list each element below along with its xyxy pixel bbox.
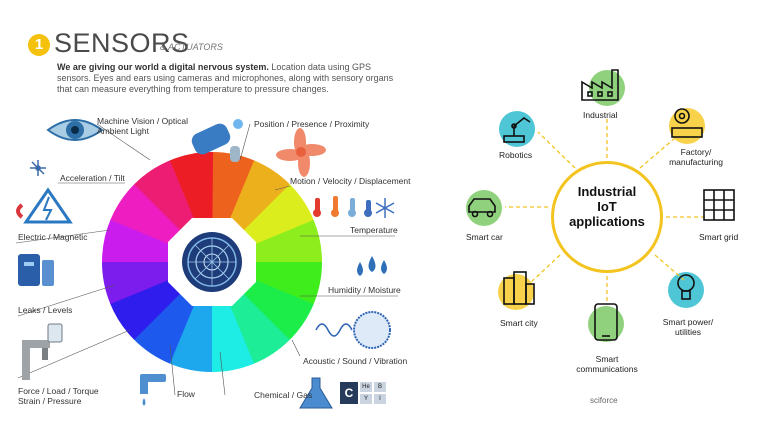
touch-hand-icon	[191, 119, 243, 162]
chem-tile-helium: He	[360, 382, 372, 392]
chem-tile-carbon: C	[340, 382, 358, 404]
accelerometer-icon	[30, 160, 46, 176]
label-smart-comm-line-2: communications	[576, 364, 638, 374]
label-acceleration: Acceleration / Tilt	[60, 173, 125, 183]
intro-bold: We are giving our world a digital nervou…	[57, 62, 269, 72]
label-electric: Electric / Magnetic	[18, 232, 88, 242]
sciforce-logo: sciforce	[590, 396, 618, 405]
label-smart-city: Smart city	[500, 318, 538, 328]
center-title-line-3: applications	[569, 214, 645, 229]
label-temperature: Temperature	[350, 225, 398, 235]
label-flow: Flow	[177, 389, 195, 399]
center-hub	[551, 161, 663, 273]
faucet-icon	[140, 374, 166, 406]
thermometers-icon	[313, 196, 372, 217]
label-smart-comm: Smart communications	[570, 354, 644, 374]
sound-wave-sphere-icon	[315, 311, 391, 349]
high-voltage-icon	[16, 187, 73, 224]
label-factory: Factory/ manufacturing	[666, 147, 726, 167]
label-leaks: Leaks / Levels	[18, 305, 73, 315]
chem-tile-boron: B	[374, 382, 386, 392]
chem-tile-yttrium: Y	[360, 394, 372, 404]
label-force: Force / Load / Torque	[18, 386, 99, 396]
label-strain: Strain / Pressure	[18, 396, 82, 406]
eye-icon	[46, 119, 104, 141]
label-smart-power: Smart power/ utilities	[660, 317, 716, 337]
label-smart-power-line-2: utilities	[675, 327, 701, 337]
clamp-press-icon	[22, 323, 63, 380]
chem-tile-iodine: I	[374, 394, 386, 404]
node-industrial	[589, 70, 625, 106]
label-position: Position / Presence / Proximity	[254, 119, 370, 129]
lab-flask-icon	[299, 377, 333, 409]
center-title: Industrial IoT applications	[551, 184, 663, 229]
water-drops-icon	[357, 256, 387, 276]
label-smart-power-line-1: Smart power/	[662, 317, 714, 327]
label-machine-vision: Machine Vision / Optical	[97, 116, 189, 126]
page-title: SENSORS	[54, 28, 190, 58]
label-factory-line-1: Factory/	[680, 147, 712, 157]
intro-rest: Location data using GPS sensors. Eyes an…	[57, 62, 394, 94]
step-number-badge: 1	[28, 34, 50, 56]
page-subtitle: & ACTUATORS	[160, 42, 223, 52]
fan-icon	[276, 128, 326, 177]
snowflake-icon	[375, 198, 395, 218]
label-humidity: Humidity / Moisture	[328, 285, 401, 295]
label-industrial: Industrial	[583, 110, 618, 120]
label-smart-car: Smart car	[466, 232, 503, 242]
label-factory-line-2: manufacturing	[669, 157, 723, 167]
label-ambient-light: Ambient Light	[97, 126, 149, 136]
label-chemical: Chemical / Gas	[254, 390, 313, 400]
intro-text: We are giving our world a digital nervou…	[57, 62, 402, 95]
label-robotics: Robotics	[499, 150, 533, 160]
label-acoustic: Acoustic / Sound / Vibration	[303, 356, 408, 366]
label-smart-grid: Smart grid	[699, 232, 739, 242]
water-tank-icon	[18, 254, 54, 286]
label-smart-comm-line-1: Smart	[595, 354, 619, 364]
center-title-line-2: IoT	[597, 199, 617, 214]
label-motion: Motion / Velocity / Displacement	[290, 176, 411, 186]
center-title-line-1: Industrial	[577, 184, 637, 199]
